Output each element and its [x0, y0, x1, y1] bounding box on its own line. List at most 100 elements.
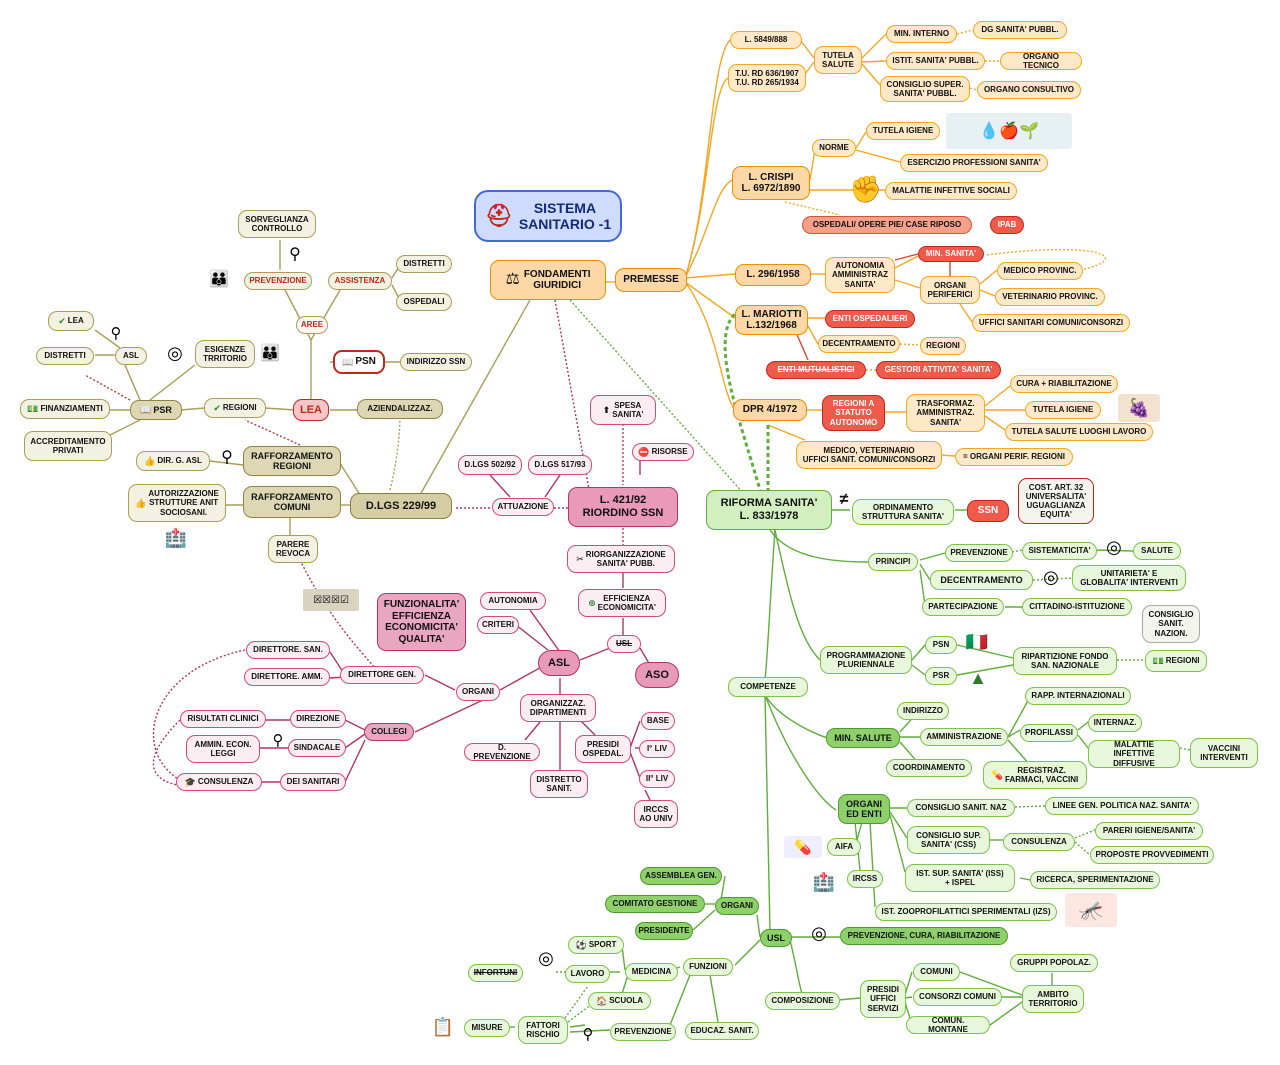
vaccini-node[interactable]: VACCINI INTERVENTI: [1190, 738, 1258, 768]
min-sanita-node[interactable]: MIN. SANITA': [918, 246, 984, 262]
assemblea-node[interactable]: ASSEMBLEA GEN.: [640, 867, 722, 885]
distretto-sanit-node[interactable]: DISTRETTO SANIT.: [530, 770, 588, 798]
enti-mutualistici-node[interactable]: ENTI MUTUALISTICI: [766, 361, 866, 379]
amministrazione-node[interactable]: AMMINISTRAZIONE: [920, 728, 1008, 746]
medico-vet-node[interactable]: MEDICO, VETERINARIO UFFICI SANIT. COMUNI…: [796, 441, 942, 469]
min-salute-node[interactable]: MIN. SALUTE: [826, 728, 900, 748]
comun-montane-node[interactable]: COMUN. MONTANE: [906, 1016, 990, 1034]
usl-g-node[interactable]: USL: [760, 929, 792, 947]
infortuni-node[interactable]: INFORTUNI: [468, 964, 523, 982]
cost32-node[interactable]: COST. ART. 32 UNIVERSALITA' UGUAGLIANZA …: [1018, 478, 1094, 524]
salute-node[interactable]: SALUTE: [1133, 542, 1181, 560]
i-liv-node[interactable]: I° LIV: [639, 740, 675, 758]
tutela-igiene-node[interactable]: TUTELA IGIENE: [866, 122, 940, 140]
organi-p-node[interactable]: ORGANI: [456, 683, 500, 701]
irccs-g-node[interactable]: IRCSS: [847, 870, 883, 888]
presidi-osp-node[interactable]: PRESIDI OSPEDAL.: [575, 735, 631, 763]
sport-node[interactable]: ⚽SPORT: [568, 936, 624, 954]
registraz-node[interactable]: 💊REGISTRAZ. FARMACI, VACCINI: [983, 761, 1087, 789]
sorveglianza-node[interactable]: SORVEGLIANZA CONTROLLO: [238, 210, 316, 238]
parere-node[interactable]: PARERE REVOCA: [268, 535, 318, 563]
esercizio-node[interactable]: ESERCIZIO PROFESSIONI SANITA': [900, 154, 1048, 172]
iss-node[interactable]: IST. SUP. SANITA' (ISS) + ISPEL: [905, 864, 1015, 892]
funzionalita-node[interactable]: FUNZIONALITA' EFFICIENZA ECONOMICITA' QU…: [377, 593, 466, 651]
scuola-node[interactable]: 🏠SCUOLA: [588, 992, 651, 1010]
regioni-o-node[interactable]: ✔REGIONI: [204, 398, 266, 418]
aso-node[interactable]: ASO: [635, 662, 679, 688]
accreditamento-node[interactable]: ACCREDITAMENTO PRIVATI: [24, 431, 112, 461]
aree-node[interactable]: AREE: [296, 316, 328, 334]
premesse-node[interactable]: PREMESSE: [615, 268, 687, 292]
ambito-node[interactable]: AMBITO TERRITORIO: [1022, 985, 1084, 1013]
proposte-node[interactable]: PROPOSTE PROVVEDIMENTI: [1090, 846, 1214, 864]
medicina-node[interactable]: MEDICINA: [625, 963, 678, 981]
organizzaz-node[interactable]: ORGANIZZAZ. DIPARTIMENTI: [520, 694, 596, 722]
efficienza-node[interactable]: ⊕EFFICIENZA ECONOMICITA': [578, 589, 666, 617]
malattie-inf-diff-node[interactable]: MALATTIE INFETTIVE DIFFUSIVE: [1088, 740, 1180, 768]
consiglio-super-node[interactable]: CONSIGLIO SUPER. SANITA' PUBBL.: [880, 76, 970, 102]
unitarieta-node[interactable]: UNITARIETA' E GLOBALITA' INTERVENTI: [1072, 565, 1186, 591]
organo-tecnico-node[interactable]: ORGANO TECNICO: [1000, 52, 1082, 70]
consulenza-p-node[interactable]: 🎓CONSULENZA: [176, 773, 262, 791]
collegi-node[interactable]: COLLEGI: [364, 723, 414, 741]
consiglio-sanit-node[interactable]: CONSIGLIO SANIT. NAZION.: [1142, 605, 1200, 643]
lea-node[interactable]: LEA: [293, 399, 329, 421]
prevenzione-p-node[interactable]: PREVENZIONE: [945, 544, 1013, 562]
riorganizzazione-node[interactable]: ✂RIORGANIZZAZIONE SANITA' PUBB.: [567, 545, 675, 573]
ordinamento-node[interactable]: ORDINAMENTO STRUTTURA SANITA': [852, 499, 954, 525]
sindacale-node[interactable]: SINDACALE: [288, 739, 346, 757]
dlgs517-node[interactable]: D.LGS 517/93: [528, 455, 592, 475]
rafforz-regioni-node[interactable]: RAFFORZAMENTO REGIONI: [243, 446, 341, 476]
decentramento-1-node[interactable]: DECENTRAMENTO: [818, 335, 900, 353]
consiglio-css-node[interactable]: CONSIGLIO SUP. SANITA' (CSS): [907, 826, 990, 854]
principi-node[interactable]: PRINCIPI: [868, 553, 918, 571]
tutela-igiene-2-node[interactable]: TUTELA IGIENE: [1025, 401, 1101, 419]
malattie-inf-soc-node[interactable]: MALATTIE INFETTIVE SOCIALI: [885, 182, 1017, 200]
educaz-node[interactable]: EDUCAZ. SANIT.: [685, 1022, 759, 1040]
composizione-node[interactable]: COMPOSIZIONE: [765, 992, 840, 1010]
min-interno-node[interactable]: MIN. INTERNO: [886, 25, 957, 43]
asl-node[interactable]: ASL: [538, 650, 580, 676]
direttore-gen-node[interactable]: DIRETTORE GEN.: [340, 666, 424, 684]
dg-sanita-node[interactable]: DG SANITA' PUBBL.: [973, 21, 1067, 39]
psn-g-node[interactable]: PSN: [925, 636, 957, 654]
prev-cura-node[interactable]: PREVENZIONE, CURA, RIABILITAZIONE: [840, 927, 1008, 945]
organi-periferici-node[interactable]: ORGANI PERIFERICI: [920, 276, 980, 304]
partecipazione-node[interactable]: PARTECIPAZIONE: [922, 598, 1004, 616]
ipab-node[interactable]: IPAB: [990, 216, 1024, 234]
psn-o-node[interactable]: 📖PSN: [333, 350, 385, 374]
ii-liv-node[interactable]: II° LIV: [639, 770, 675, 788]
prevenzione-usl-node[interactable]: PREVENZIONE: [610, 1023, 676, 1041]
usl-p-node[interactable]: USL: [607, 635, 641, 653]
medico-provinc-node[interactable]: MEDICO PROVINC.: [997, 262, 1083, 280]
presidi-uffici-node[interactable]: PRESIDI UFFICI SERVIZI: [860, 980, 906, 1018]
veterinario-provinc-node[interactable]: VETERINARIO PROVINC.: [995, 288, 1105, 306]
competenze-node[interactable]: COMPETENZE: [728, 677, 808, 697]
l-crispi-node[interactable]: L. CRISPI L. 6972/1890: [732, 166, 810, 200]
psr-g-node[interactable]: PSR: [925, 667, 957, 685]
direttore-san-node[interactable]: DIRETTORE. SAN.: [246, 641, 330, 659]
fondamenti-node[interactable]: ⚖ FONDAMENTI GIURIDICI: [490, 260, 606, 300]
risultati-node[interactable]: RISULTATI CLINICI: [180, 710, 266, 728]
comuni-node[interactable]: COMUNI: [913, 963, 960, 981]
finanziamenti-node[interactable]: 💵FINANZIAMENTI: [20, 399, 110, 419]
aziendalizzaz-node[interactable]: AZIENDALIZZAZ.: [357, 399, 443, 419]
cittadino-node[interactable]: CITTADINO-ISTITUZIONE: [1022, 598, 1132, 616]
l-mariotti-node[interactable]: L. MARIOTTI L.132/1968: [735, 305, 808, 335]
linee-gen-node[interactable]: LINEE GEN. POLITICA NAZ. SANITA': [1045, 797, 1199, 815]
attuazione-node[interactable]: ATTUAZIONE: [492, 498, 554, 516]
esigenze-node[interactable]: ESIGENZE TRRITORIO: [195, 340, 255, 368]
dir-g-asl-node[interactable]: 👍DIR. G. ASL: [136, 451, 210, 471]
psr-o-node[interactable]: 📖PSR: [130, 400, 182, 420]
rafforz-comuni-node[interactable]: RAFFORZAMENTO COMUNI: [243, 486, 341, 518]
organi-enti-node[interactable]: ORGANI ED ENTI: [838, 794, 890, 824]
distretti-small-node[interactable]: DISTRETTI: [36, 347, 94, 365]
funzioni-node[interactable]: FUNZIONI: [683, 958, 733, 976]
criteri-node[interactable]: CRITERI: [477, 616, 519, 634]
tu-node[interactable]: T.U. RD 636/1907 T.U. RD 265/1934: [728, 64, 806, 92]
regioni-1-node[interactable]: REGIONI: [920, 337, 966, 355]
d-prevenzione-node[interactable]: D. PREVENZIONE: [464, 743, 540, 761]
risorse-node[interactable]: ⛔RISORSE: [632, 443, 694, 461]
trasformaz-node[interactable]: TRASFORMAZ. AMMINISTRAZ. SANITA': [906, 394, 985, 432]
l421-node[interactable]: L. 421/92 RIORDINO SSN: [568, 487, 678, 527]
